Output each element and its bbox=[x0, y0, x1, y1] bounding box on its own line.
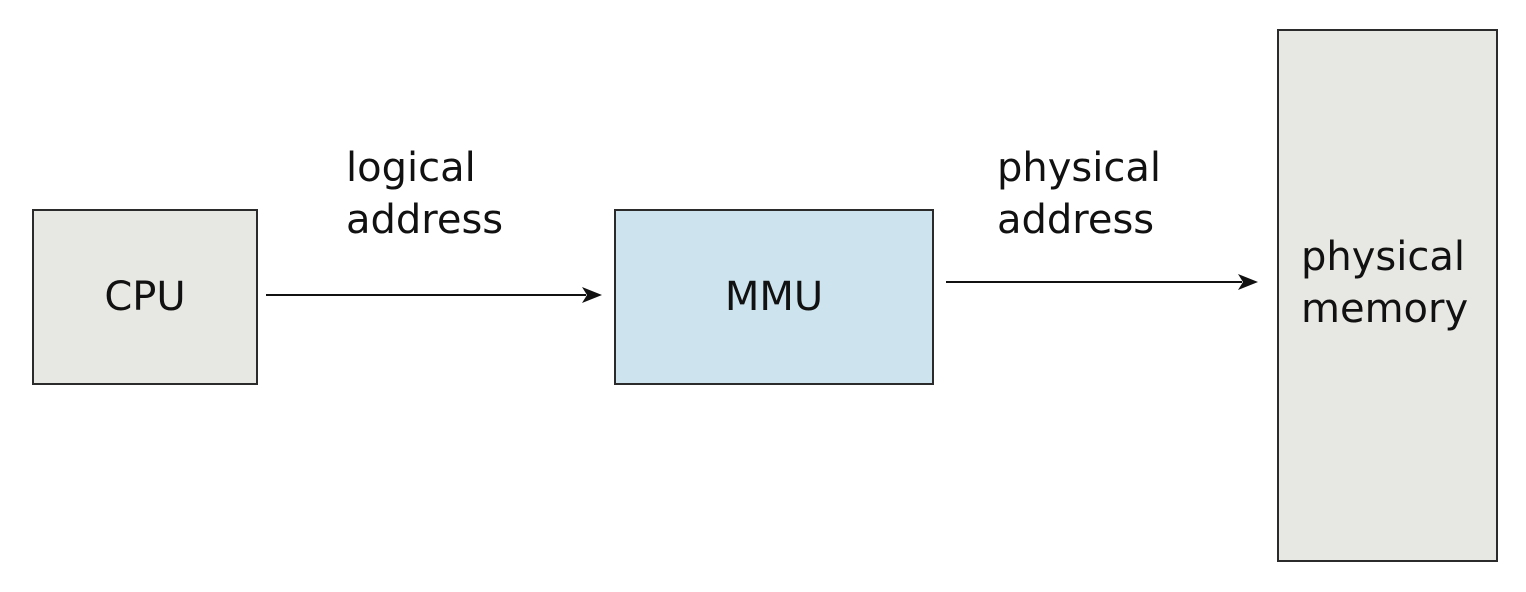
logical-address-label-line-2: address bbox=[346, 197, 504, 243]
logical-address-label-line-1: logical bbox=[346, 145, 476, 191]
mmu-box: MMU bbox=[614, 209, 934, 385]
mmu-label: MMU bbox=[724, 274, 824, 320]
arrow-mmu-to-memory-head bbox=[1238, 274, 1258, 290]
physical-address-label-line-2: address bbox=[997, 197, 1155, 243]
physical-memory-label: physical memory bbox=[1301, 231, 1468, 335]
cpu-label: CPU bbox=[104, 274, 186, 320]
physical-memory-box: physical memory bbox=[1277, 29, 1498, 562]
physical-memory-label-line-1: physical bbox=[1301, 234, 1465, 280]
physical-address-label-line-1: physical bbox=[997, 145, 1161, 191]
logical-address-label: logical address bbox=[346, 142, 503, 246]
arrow-cpu-to-mmu bbox=[266, 287, 602, 303]
cpu-box: CPU bbox=[32, 209, 258, 385]
physical-memory-label-line-2: memory bbox=[1301, 286, 1469, 332]
physical-address-label: physical address bbox=[997, 142, 1161, 246]
arrow-cpu-to-mmu-head bbox=[582, 287, 602, 303]
arrow-mmu-to-memory bbox=[946, 274, 1258, 290]
